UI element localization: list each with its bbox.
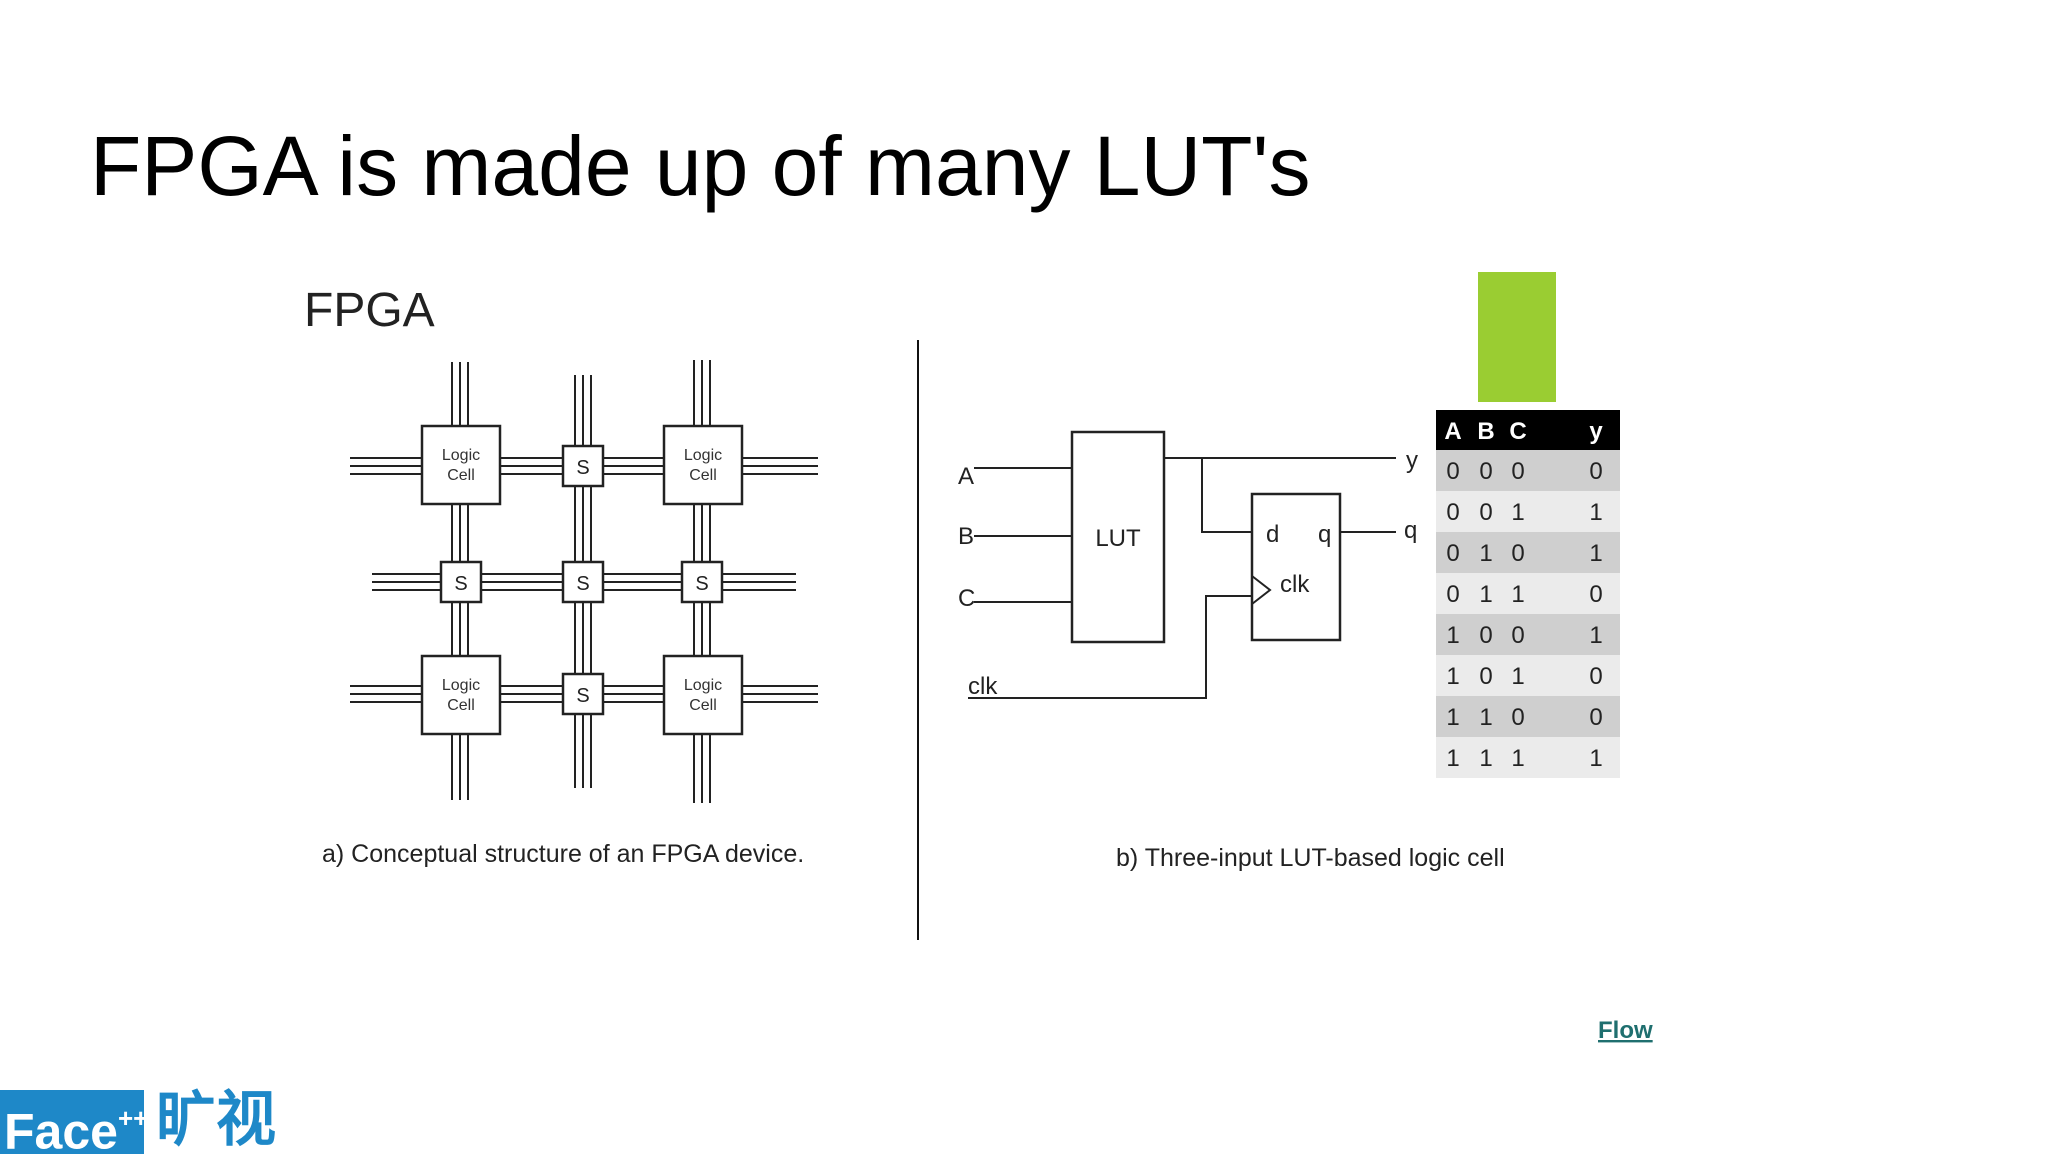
truth-table-cell: 0: [1446, 540, 1459, 567]
truth-table-row: [1436, 491, 1620, 532]
truth-table-cell: 0: [1479, 622, 1492, 649]
svg-text:Logic: Logic: [442, 677, 480, 694]
figure-b-caption: b) Three-input LUT-based logic cell: [1116, 844, 1505, 872]
logic-cell: Logic Cell: [662, 424, 744, 506]
logic-cell: Logic Cell: [662, 654, 744, 736]
svg-text:S: S: [576, 457, 589, 479]
output-label-y: y: [1406, 447, 1418, 474]
logo-superscript: ++: [117, 1103, 149, 1133]
truth-table-cell: 1: [1589, 622, 1602, 649]
circuit-wires: [968, 457, 1396, 699]
input-label-a: A: [958, 463, 974, 490]
svg-text:Logic: Logic: [442, 447, 480, 464]
truth-table-cell: 0: [1589, 704, 1602, 731]
truth-table-cell: 0: [1479, 499, 1492, 526]
fpga-structure-diagram: FPGA Logic Cell Logic Cell Logic Cell: [304, 284, 818, 868]
truth-table-row: [1436, 614, 1620, 655]
switch-box: S: [561, 444, 605, 488]
slide-title: FPGA is made up of many LUT's: [90, 119, 1311, 213]
ff-d-label: d: [1266, 521, 1279, 548]
svg-text:Logic: Logic: [684, 677, 722, 694]
svg-text:Cell: Cell: [689, 467, 717, 484]
switch-box: S: [439, 560, 483, 604]
svg-text:LUT: LUT: [1095, 525, 1141, 552]
truth-table-cell: 1: [1589, 499, 1602, 526]
truth-table-header-cell: A: [1444, 418, 1461, 445]
lut-logic-cell-diagram: A B C clk LUT d q clk y q b) Three-inp: [958, 430, 1505, 872]
truth-table-header-cell: y: [1589, 418, 1603, 445]
truth-table-cell: 1: [1479, 745, 1492, 772]
logic-cell: Logic Cell: [420, 424, 502, 506]
logo-brand-text: Face: [4, 1103, 118, 1160]
switch-box: S: [561, 672, 605, 716]
truth-table-cell: 1: [1446, 663, 1459, 690]
logo-cn-text: 旷视: [156, 1085, 276, 1155]
truth-table-cell: 0: [1446, 499, 1459, 526]
truth-table-cell: 1: [1511, 745, 1524, 772]
brand-logo: Face++: [0, 1090, 148, 1160]
truth-table-cell: 0: [1511, 540, 1524, 567]
svg-text:S: S: [454, 573, 467, 595]
figure-a-caption: a) Conceptual structure of an FPGA devic…: [322, 840, 804, 868]
truth-table-cell: 1: [1511, 499, 1524, 526]
clk-input-label: clk: [968, 673, 998, 700]
truth-table-header-cell: C: [1509, 418, 1526, 445]
truth-table-header: [1436, 410, 1620, 450]
switch-box: S: [561, 560, 605, 604]
svg-text:Cell: Cell: [447, 697, 475, 714]
truth-table-row: [1436, 450, 1620, 491]
truth-table-row: [1436, 655, 1620, 696]
flip-flop-block: d q clk: [1250, 492, 1342, 642]
truth-table-cell: 0: [1589, 581, 1602, 608]
truth-table-row: [1436, 532, 1620, 573]
truth-table-cell: 1: [1446, 622, 1459, 649]
truth-table-cell: 1: [1479, 540, 1492, 567]
truth-table-cell: 1: [1479, 704, 1492, 731]
truth-table-row: [1436, 737, 1620, 778]
truth-table-cell: 1: [1589, 540, 1602, 567]
truth-table-cell: 1: [1589, 745, 1602, 772]
truth-table-row: [1436, 573, 1620, 614]
input-label-c: C: [958, 585, 975, 612]
green-accent-block: [1478, 272, 1556, 402]
ff-q-label: q: [1318, 521, 1331, 548]
truth-table-header-cell: B: [1477, 418, 1494, 445]
truth-table-cell: 0: [1446, 458, 1459, 485]
svg-text:Cell: Cell: [447, 467, 475, 484]
truth-table-cell: 0: [1511, 704, 1524, 731]
svg-text:S: S: [576, 573, 589, 595]
truth-table-row: [1436, 696, 1620, 737]
output-label-q: q: [1404, 517, 1417, 544]
flow-link[interactable]: Flow: [1598, 1017, 1653, 1044]
truth-table-cell: 1: [1479, 581, 1492, 608]
svg-text:Logic: Logic: [684, 447, 722, 464]
truth-table-cell: 0: [1511, 458, 1524, 485]
lut-block: LUT: [1070, 430, 1166, 644]
svg-text:S: S: [576, 685, 589, 707]
ff-clk-label: clk: [1280, 571, 1310, 598]
truth-table-cell: 1: [1511, 581, 1524, 608]
truth-table-cell: 1: [1446, 704, 1459, 731]
truth-table-cell: 0: [1446, 581, 1459, 608]
truth-table-cell: 1: [1446, 745, 1459, 772]
truth-table-cell: 1: [1511, 663, 1524, 690]
svg-text:Cell: Cell: [689, 697, 717, 714]
truth-table-cell: 0: [1479, 663, 1492, 690]
fpga-heading: FPGA: [304, 284, 435, 337]
svg-text:S: S: [695, 573, 708, 595]
logic-cell: Logic Cell: [420, 654, 502, 736]
truth-table-cell: 0: [1589, 458, 1602, 485]
truth-table-cell: 0: [1479, 458, 1492, 485]
input-label-b: B: [958, 523, 974, 550]
truth-table-cell: 0: [1589, 663, 1602, 690]
switch-box: S: [680, 560, 724, 604]
truth-table-cell: 0: [1511, 622, 1524, 649]
